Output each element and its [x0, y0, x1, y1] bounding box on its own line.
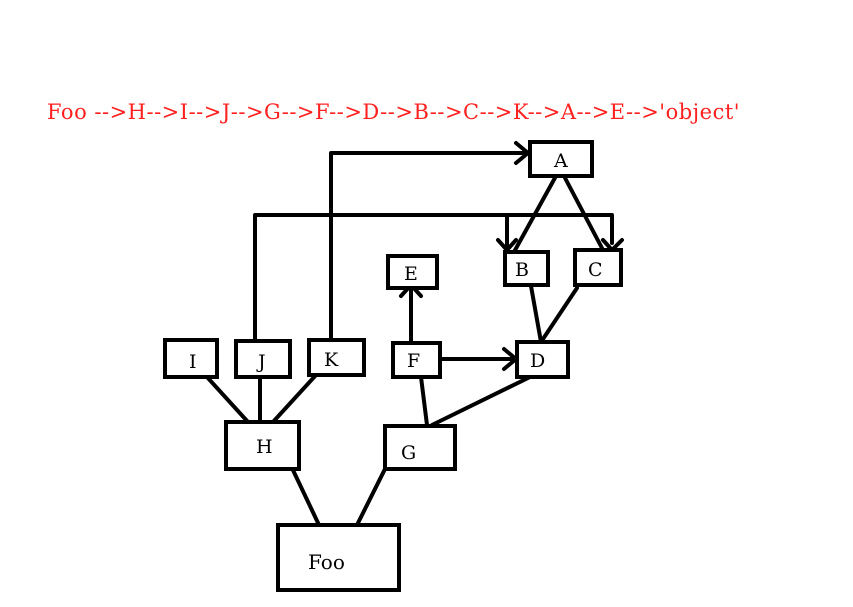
node-i: I	[163, 338, 219, 379]
node-g-label: G	[401, 442, 416, 464]
edge-foo-h	[290, 466, 321, 527]
edge-g-d	[430, 375, 532, 427]
node-i-label: I	[189, 351, 197, 373]
node-g: G	[383, 424, 457, 471]
node-h-label: H	[256, 436, 273, 458]
node-e-label: E	[404, 263, 418, 285]
node-a: A	[528, 140, 594, 178]
edge-d-c	[539, 286, 579, 344]
edge-k-a-route	[329, 151, 530, 342]
node-h: H	[224, 420, 301, 471]
edge-h-i	[205, 375, 250, 424]
edges	[205, 141, 624, 527]
node-foo-label: Foo	[308, 550, 345, 574]
edge-j-bc-route	[253, 213, 614, 342]
node-f: F	[391, 341, 442, 379]
node-a-label: A	[553, 150, 568, 172]
node-k-label: K	[324, 349, 339, 371]
node-foo: Foo	[276, 523, 401, 592]
node-k: K	[307, 338, 366, 377]
node-c-label: C	[588, 259, 603, 281]
node-c: C	[573, 248, 623, 287]
mro-order-text: Foo -->H-->I-->J-->G-->F-->D-->B-->C-->K…	[47, 100, 741, 124]
edge-foo-g	[355, 461, 390, 527]
node-b: B	[503, 250, 550, 287]
node-e: E	[386, 254, 439, 290]
edge-g-f	[419, 375, 429, 427]
node-b-label: B	[515, 259, 529, 281]
node-d: D	[515, 340, 570, 379]
node-d-label: D	[530, 350, 545, 372]
edge-h-k	[271, 373, 318, 424]
node-j: J	[234, 339, 292, 379]
edge-d-b	[529, 284, 543, 344]
node-j-label: J	[256, 351, 266, 373]
node-f-label: F	[407, 350, 420, 372]
